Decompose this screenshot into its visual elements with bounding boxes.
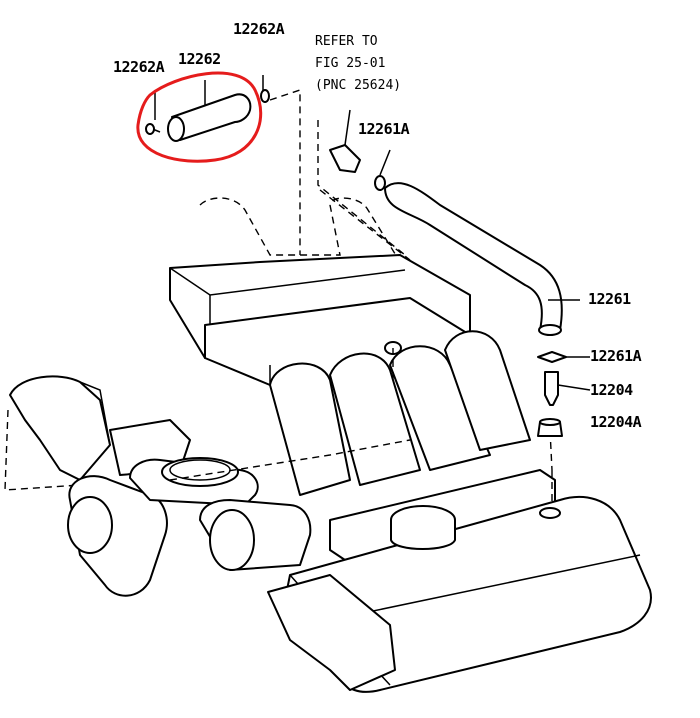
valve-cover — [267, 469, 652, 693]
hose-12261 — [384, 182, 580, 336]
intake-plenum — [169, 197, 471, 386]
reference-note-line1: REFER TO — [315, 34, 378, 49]
throttle-body — [67, 439, 411, 597]
intake-runners — [269, 330, 531, 496]
label-12262: 12262 — [178, 50, 221, 68]
label-12261: 12261 — [588, 290, 631, 308]
label-12261A-upper: 12261A — [358, 120, 410, 138]
fitting — [329, 109, 391, 191]
pcv-assembly — [537, 351, 591, 437]
label-12262A-top: 12262A — [233, 20, 285, 38]
label-12261A-lower: 12261A — [590, 347, 642, 365]
highlight-circle — [136, 71, 263, 163]
reference-note-line3: (PNC 25624) — [315, 78, 402, 93]
label-12204: 12204 — [590, 381, 633, 399]
hose-12262 — [145, 75, 270, 142]
reference-note: REFER TO FIG 25-01 (PNC 25624) — [315, 31, 401, 97]
label-12204A: 12204A — [590, 413, 642, 431]
reference-note-line2: FIG 25-01 — [315, 56, 386, 71]
label-12262A-left: 12262A — [113, 58, 165, 76]
